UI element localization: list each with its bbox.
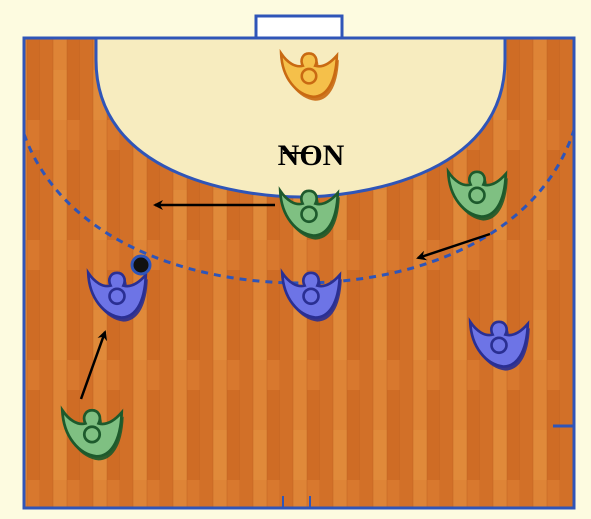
goal-area <box>94 36 507 199</box>
movement-arrow <box>79 330 108 400</box>
ball-icon <box>130 254 152 276</box>
caption-text: NON <box>278 139 345 172</box>
movement-arrow <box>416 232 491 261</box>
goal <box>254 14 344 40</box>
